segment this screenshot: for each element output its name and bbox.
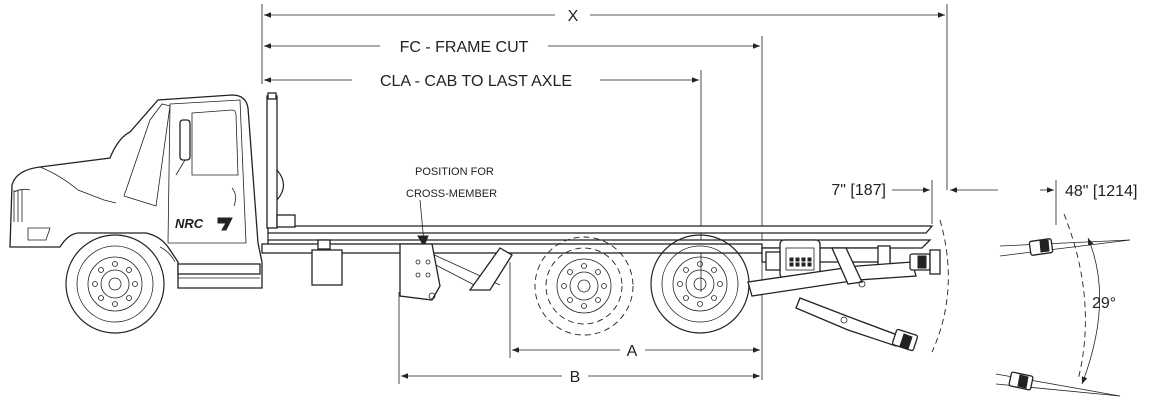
dimension-reach-label: 48" [1214] [1065,183,1137,200]
extension-lines [261,4,948,384]
dimension-cla-label: CLA - CAB TO LAST AXLE [380,73,572,90]
lift-axle-wheel [534,236,634,336]
dimension-cab-to-last-axle: CLA - CAB TO LAST AXLE [264,73,699,90]
door-logo-mark [217,217,233,231]
arm-end-lower [995,371,1121,397]
dimension-b-label: B [570,369,581,386]
dimension-x-label: X [568,8,579,25]
dimension-x: X [264,8,945,25]
door-logo-text: NRC [175,216,204,231]
cross-member-note-line2: CROSS-MEMBER [406,188,497,200]
flatbed-deck [266,92,934,249]
front-wheel [65,234,165,334]
dimension-a-label: A [627,343,638,360]
dimension-overhang-label: 7" [187] [831,182,886,199]
chassis-frame [261,239,763,291]
dimension-a: A [512,343,760,360]
truck-cab: NRC [9,94,263,289]
arm-end-upper [999,238,1131,257]
cross-member-note-line1: POSITION FOR [415,166,494,178]
dimension-reach: 48" [1214] [950,180,1137,225]
dimension-overhang: 7" [187] [831,180,933,224]
dimension-fc-label: FC - FRAME CUT [400,39,529,56]
dimension-b: B [401,369,760,386]
swing-arc: 29° [931,213,1116,385]
cross-member-callout: POSITION FOR CROSS-MEMBER [399,166,497,301]
swing-angle-label: 29° [1092,295,1116,312]
wheel-lift-assembly [747,239,941,352]
dimension-frame-cut: FC - FRAME CUT [264,39,760,56]
